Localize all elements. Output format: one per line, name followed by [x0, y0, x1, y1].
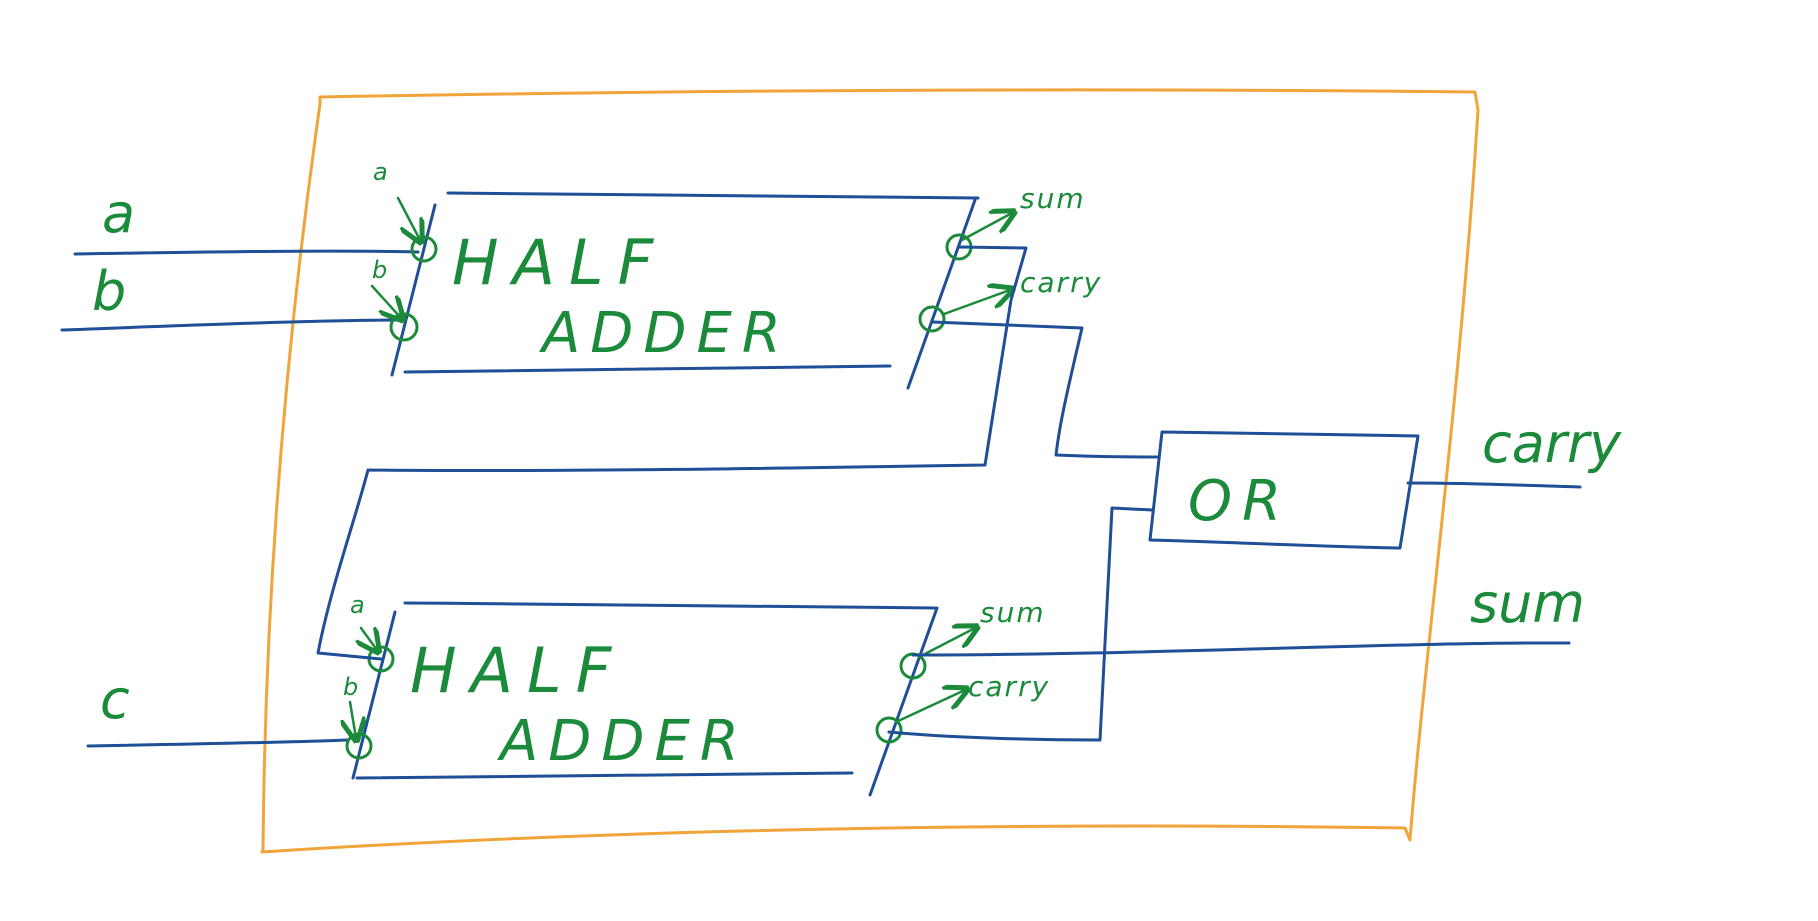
half-adder-1-line1: HALF: [452, 226, 667, 299]
ha1-sum-arrow: [960, 213, 1012, 242]
half-adder-2: HALF ADDER a b sum carry: [343, 591, 1050, 797]
ha2-port-b-arrow: [350, 700, 356, 738]
or-gate-label: OR: [1188, 469, 1291, 534]
ha1-carry-arrow: [942, 290, 1010, 316]
ha2-port-b-label: b: [343, 673, 358, 701]
half-adder-2-left-edge: [351, 610, 397, 780]
half-adder-2-bottom-edge: [355, 771, 854, 780]
ha2-port-a-label: a: [350, 591, 365, 619]
ha2-sum-arrow: [917, 628, 975, 659]
ha2-carry-label: carry: [968, 670, 1050, 703]
or-output-wire: [1406, 481, 1582, 489]
half-adder-2-line1: HALF: [410, 634, 625, 707]
half-adder-1-line2: ADDER: [539, 301, 791, 366]
or-gate: OR: [1148, 430, 1420, 550]
ha1-port-b-arrow: [370, 284, 401, 318]
ha2-carry-arrow: [894, 690, 965, 724]
ha1-sum-label: sum: [1020, 182, 1086, 215]
ha1-port-carry: [918, 305, 946, 333]
ha2-port-carry: [875, 716, 903, 744]
ha2-sum-label: sum: [980, 596, 1046, 629]
input-b-wire: [60, 318, 400, 332]
half-adder-2-top-edge: [403, 601, 937, 610]
input-a-label: a: [102, 182, 135, 245]
input-a-wire: [73, 249, 420, 256]
output-carry-label: carry: [1482, 412, 1622, 475]
output-sum-label: sum: [1470, 572, 1585, 635]
input-c-wire: [86, 738, 350, 748]
half-adder-1-bottom-edge: [403, 364, 892, 374]
ha1-sum-to-ha2-a-wire: [316, 245, 1028, 661]
half-adder-2-right-edge: [868, 606, 939, 797]
half-adder-1-left-edge: [390, 203, 437, 377]
ha2-port-a-arrow: [361, 628, 377, 650]
ha2-carry-to-or-wire: [887, 506, 1154, 742]
full-adder-frame: [260, 88, 1480, 854]
ha1-port-b-label: b: [372, 256, 387, 284]
ha1-port-a-arrow: [396, 196, 420, 240]
half-adder-1-right-edge: [906, 198, 977, 390]
half-adder-1-top-edge: [446, 191, 980, 200]
ha1-port-a-label: a: [373, 158, 388, 186]
half-adder-1: HALF ADDER a b sum carry: [370, 158, 1102, 390]
half-adder-2-line2: ADDER: [497, 709, 749, 774]
input-b-label: b: [92, 260, 126, 323]
ha2-sum-output-wire: [911, 641, 1571, 657]
input-c-label: c: [100, 668, 130, 731]
or-gate-outline: [1148, 430, 1420, 550]
ha1-carry-to-or-wire: [930, 320, 1160, 459]
ha1-carry-label: carry: [1020, 266, 1102, 299]
